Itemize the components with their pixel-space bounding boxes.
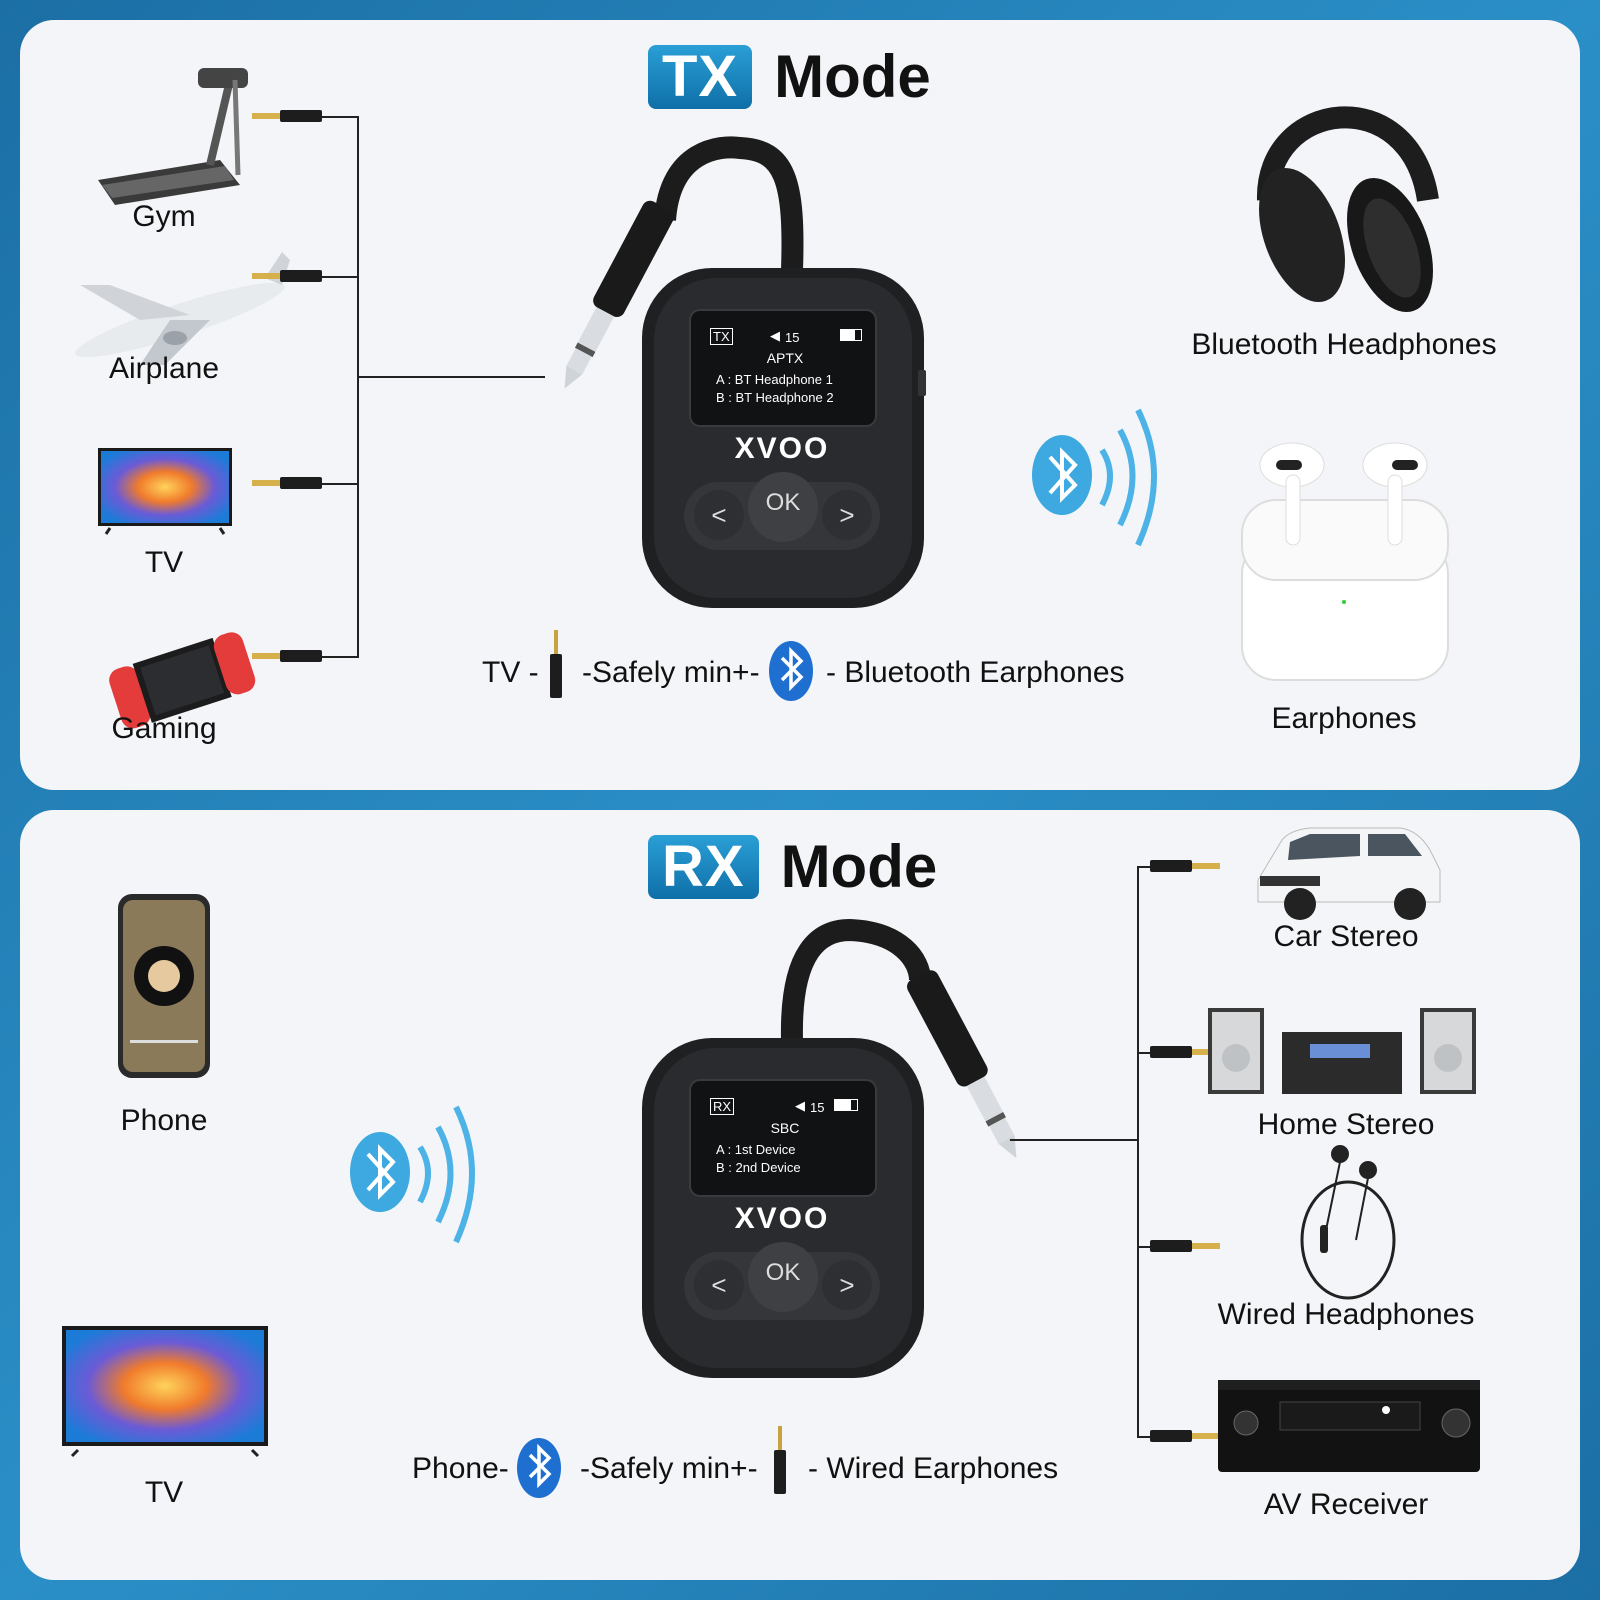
target-label-headphones: Bluetooth Headphones xyxy=(1191,328,1497,361)
rx-display: RX ◀ 15 SBC A : 1st Device B : 2nd Devic… xyxy=(710,1098,860,1188)
rx-mode-heading: Mode xyxy=(780,833,938,900)
rx-title: RX Mode xyxy=(648,832,937,901)
tx-plugs xyxy=(252,110,322,662)
tx-display: TX ◀ 15 APTX A : BT Headphone 1 B : BT H… xyxy=(710,328,862,418)
tx-title: TX Mode xyxy=(648,42,931,111)
aux-plug-icon xyxy=(774,1426,786,1494)
treadmill-icon xyxy=(98,68,248,205)
rx-volume-icon: ◀ xyxy=(795,1098,805,1113)
airplane-icon xyxy=(75,252,290,365)
tx-volume-icon: ◀ xyxy=(770,328,780,343)
tx-badge: TX xyxy=(648,44,753,109)
tx-display-volume: 15 xyxy=(785,330,800,345)
car-icon xyxy=(1257,827,1441,920)
tx-display-line-b: B : BT Headphone 2 xyxy=(716,390,834,405)
tx-ok-button[interactable]: OK xyxy=(748,472,818,542)
target-label-av-receiver: AV Receiver xyxy=(1263,1488,1429,1521)
battery-icon xyxy=(840,329,862,341)
bluetooth-wave-icon xyxy=(350,1105,475,1244)
tx-display-tag: TX xyxy=(710,328,733,345)
tx-mode-panel: TX Mode xyxy=(20,20,1580,790)
rx-display-line-a: A : 1st Device xyxy=(716,1142,796,1157)
source-label-tv: TV xyxy=(144,1476,184,1509)
rx-flow-source: Phone- xyxy=(412,1452,509,1485)
source-label-phone: Phone xyxy=(120,1104,208,1137)
rx-plugs xyxy=(1150,860,1220,1442)
tx-flow-distance: -Safely min+- xyxy=(582,656,760,689)
wired-earphones-icon xyxy=(1300,1145,1396,1300)
home-stereo-icon xyxy=(1208,1008,1476,1094)
tx-next-button[interactable]: > xyxy=(822,490,872,540)
game-console-icon xyxy=(109,632,256,729)
tx-device-cable xyxy=(564,136,804,389)
source-label-gym: Gym xyxy=(132,200,196,233)
target-label-home-stereo: Home Stereo xyxy=(1257,1108,1435,1141)
tx-flow-source: TV - xyxy=(482,656,539,689)
rx-display-tag: RX xyxy=(710,1098,735,1115)
tx-prev-button[interactable]: < xyxy=(694,490,744,540)
source-label-airplane: Airplane xyxy=(108,352,220,385)
tx-brand-logo: XVOO xyxy=(734,432,830,465)
tx-mode-heading: Mode xyxy=(774,43,931,110)
rx-mode-panel: RX Mode xyxy=(20,810,1580,1580)
tx-flow-target: - Bluetooth Earphones xyxy=(826,656,1125,689)
rx-flow-target: - Wired Earphones xyxy=(808,1452,1059,1485)
rx-display-volume: 15 xyxy=(810,1100,825,1115)
battery-icon xyxy=(834,1099,858,1111)
rx-brand-logo: XVOO xyxy=(734,1202,830,1235)
rx-display-line-b: B : 2nd Device xyxy=(716,1160,801,1175)
rx-output-cables xyxy=(1010,866,1175,1438)
source-label-tv: TV xyxy=(144,546,184,579)
rx-flow-distance: -Safely min+- xyxy=(580,1452,758,1485)
rx-device-cable xyxy=(780,918,1017,1159)
av-receiver-icon xyxy=(1218,1380,1480,1472)
target-label-car-stereo: Car Stereo xyxy=(1273,920,1419,953)
rx-tv-icon xyxy=(62,1326,268,1458)
bluetooth-icon xyxy=(517,1438,561,1498)
target-label-wired-headphones: Wired Headphones xyxy=(1217,1298,1475,1331)
tx-display-line-a: A : BT Headphone 1 xyxy=(716,372,833,387)
rx-display-codec: SBC xyxy=(770,1120,800,1136)
tv-icon xyxy=(98,448,232,535)
tx-display-codec: APTX xyxy=(766,350,804,366)
rx-prev-button[interactable]: < xyxy=(694,1260,744,1310)
source-label-gaming: Gaming xyxy=(111,712,217,745)
rx-next-button[interactable]: > xyxy=(822,1260,872,1310)
tx-source-cables xyxy=(320,116,545,658)
rx-badge: RX xyxy=(648,834,759,899)
rx-ok-button[interactable]: OK xyxy=(748,1242,818,1312)
phone-icon xyxy=(118,894,210,1078)
target-label-earphones: Earphones xyxy=(1271,702,1417,735)
